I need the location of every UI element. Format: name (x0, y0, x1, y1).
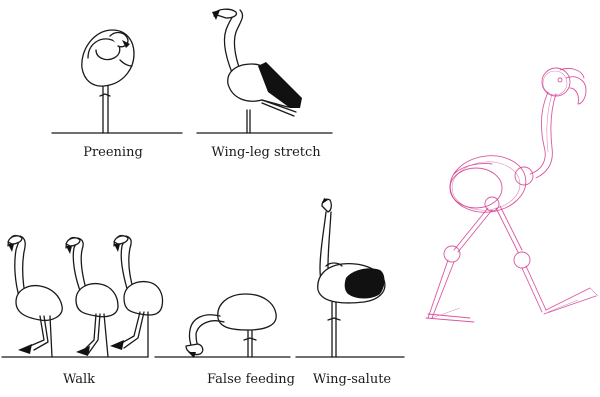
walk-flamingos (2, 236, 162, 357)
walk-flamingo-2 (66, 238, 118, 357)
caption-wing-salute: Wing-salute (313, 372, 391, 387)
caption-wing-leg-stretch: Wing-leg stretch (211, 145, 320, 160)
pink-construction-sketch-flamingo (426, 68, 598, 322)
caption-preening: Preening (83, 145, 143, 160)
walk-flamingo-1 (8, 236, 62, 357)
walk-flamingo-3 (110, 236, 162, 357)
preening-flamingo (52, 30, 182, 133)
caption-walk: Walk (63, 372, 95, 387)
wing-salute-flamingo (296, 198, 404, 357)
wing-leg-stretch-flamingo (197, 9, 332, 133)
caption-false-feeding: False feeding (207, 372, 295, 387)
false-feeding-flamingo (155, 294, 290, 358)
